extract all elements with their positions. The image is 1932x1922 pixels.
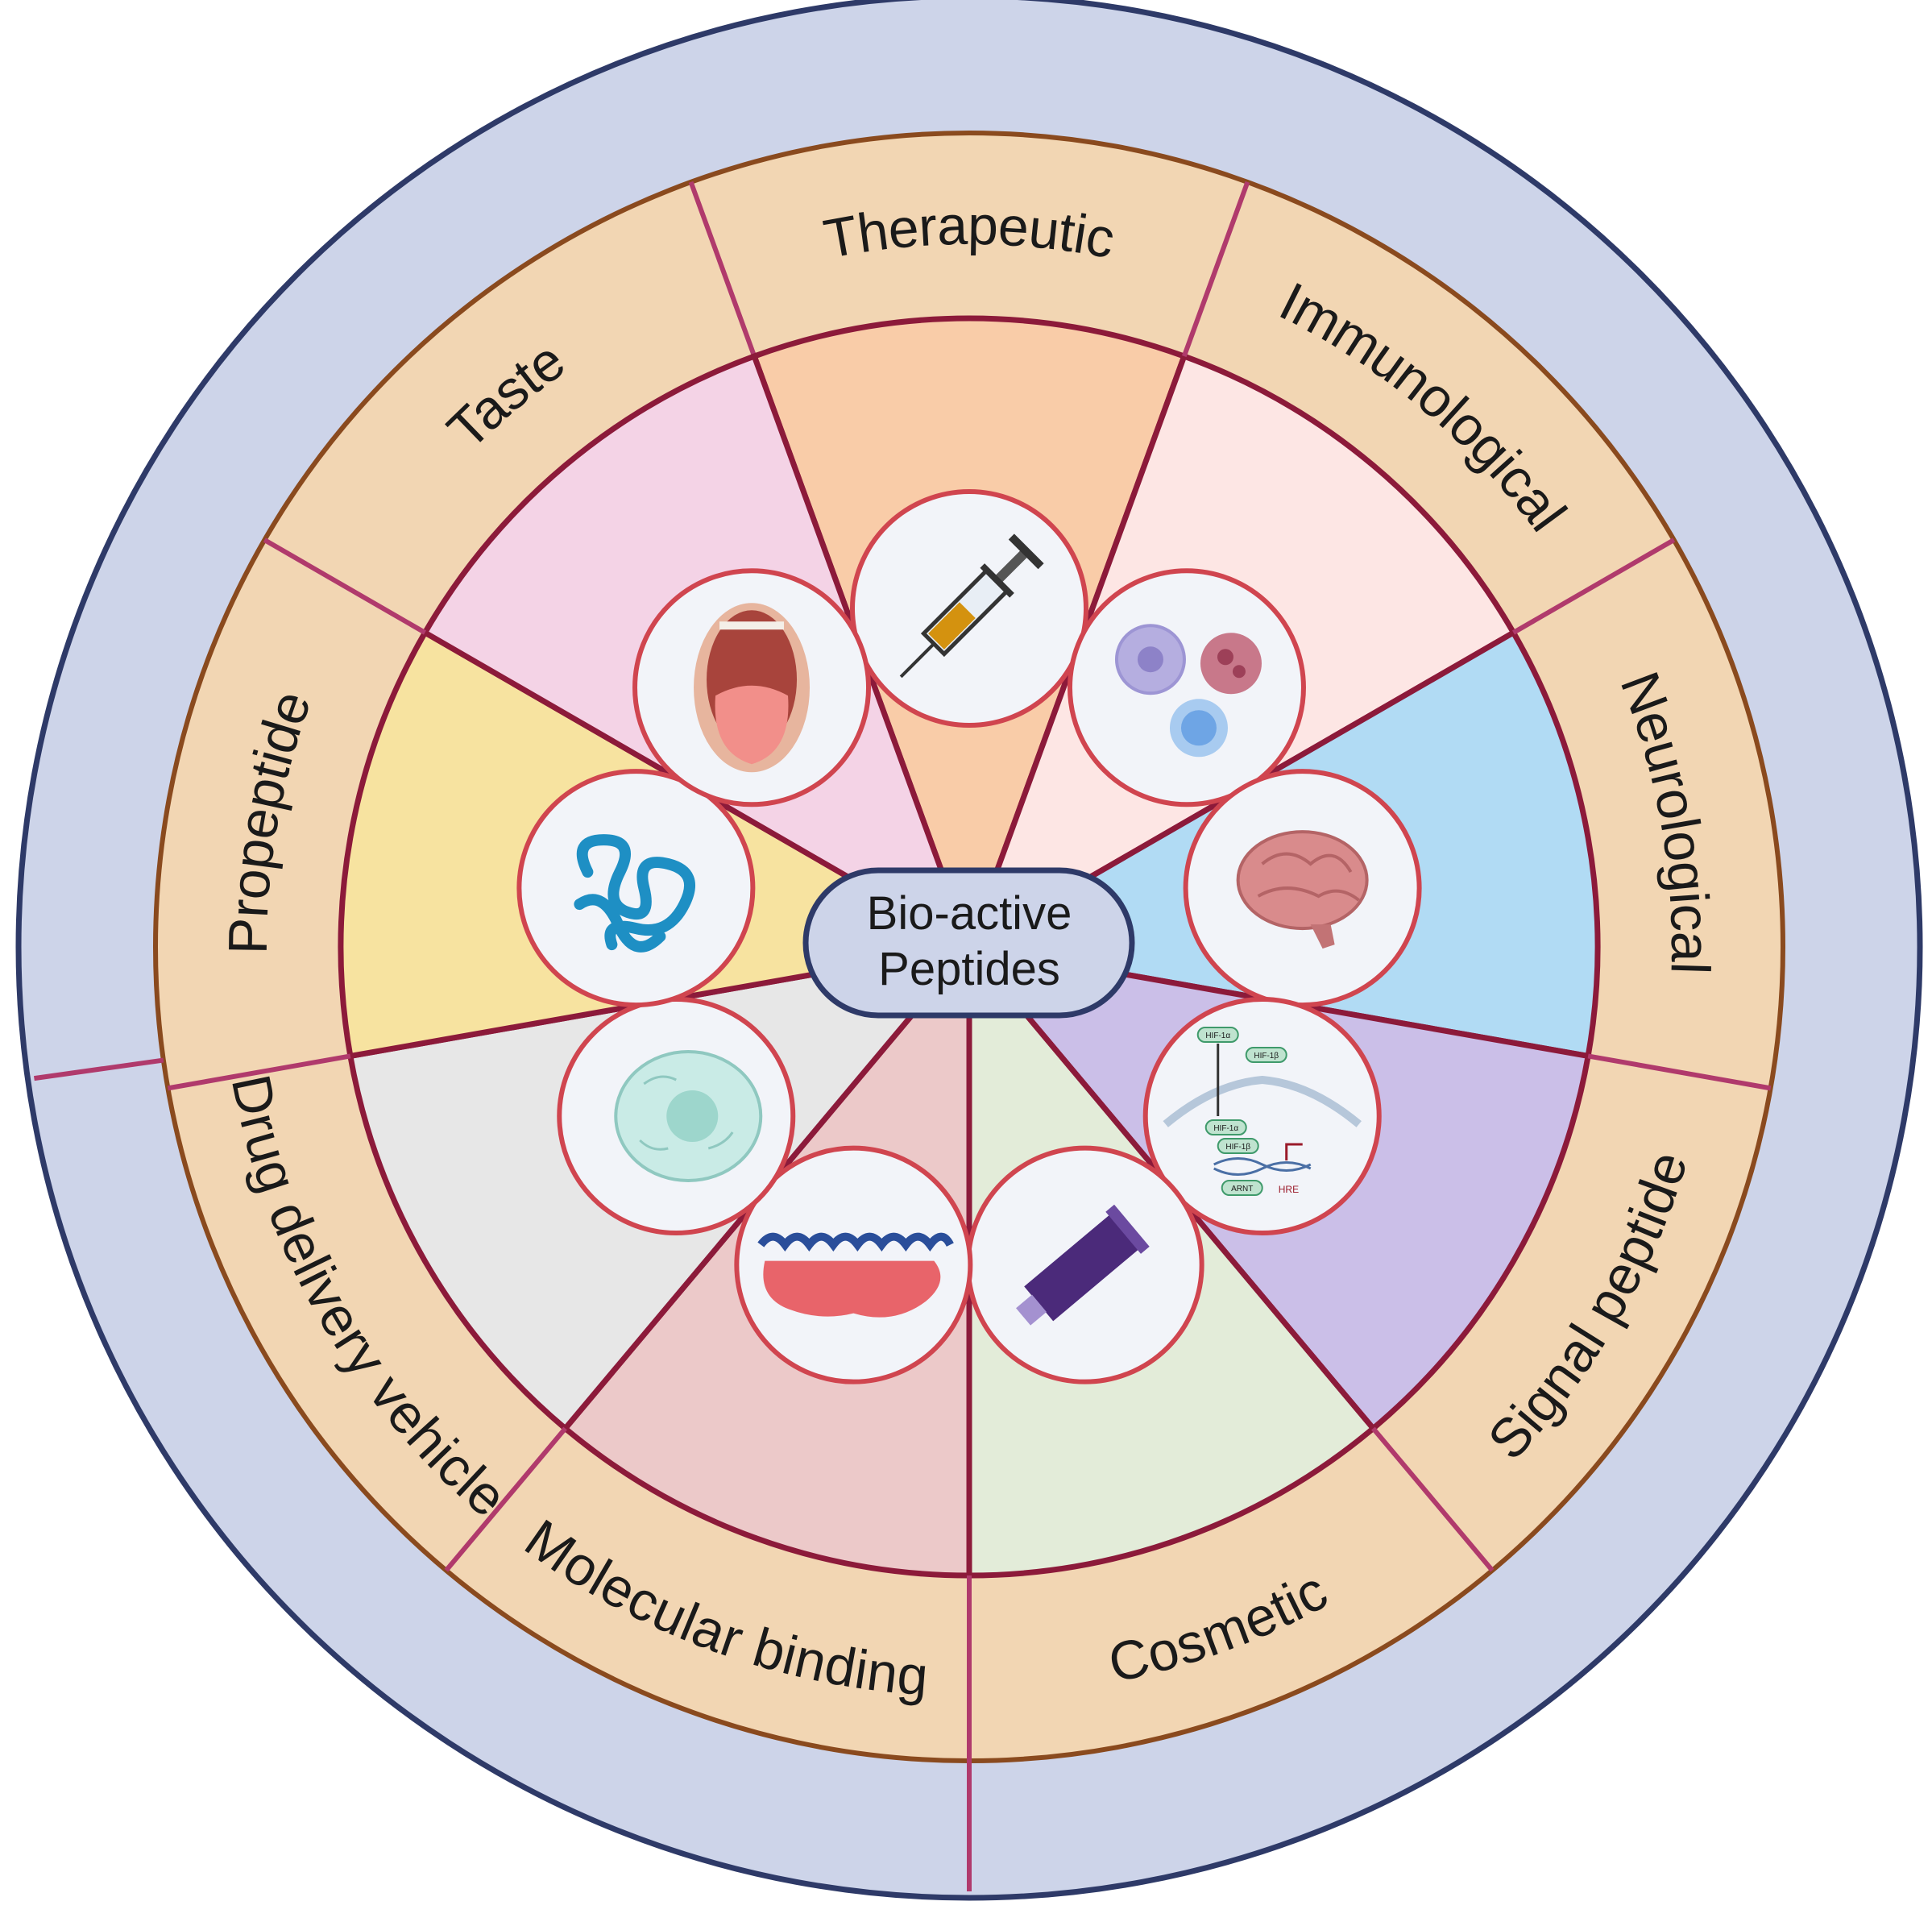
gene-label: HIF-1β	[1254, 1052, 1279, 1061]
gene-label: HRE	[1279, 1184, 1299, 1195]
cream-tube-icon	[965, 1145, 1204, 1384]
label-divider	[1587, 1053, 1772, 1091]
label-divider	[1511, 538, 1676, 635]
gene-label: HIF-1α	[1205, 1032, 1230, 1040]
protein-binding-icon	[734, 1145, 973, 1384]
center-title-line2: Peptides	[878, 943, 1060, 995]
label-divider	[1371, 1426, 1495, 1572]
brain-icon	[1183, 769, 1422, 1008]
outer-divider	[33, 1057, 164, 1081]
center-hub-box	[802, 867, 1135, 1019]
cell-icon	[557, 997, 796, 1235]
gene-label: HIF-1α	[1213, 1124, 1238, 1133]
label-divider	[1181, 181, 1250, 358]
label-divider	[688, 181, 757, 358]
gene-label: HIF-1β	[1225, 1143, 1250, 1152]
label-divider	[263, 538, 427, 635]
center-title-line1: Bio-active	[867, 887, 1072, 940]
gene-label: ARNT	[1231, 1185, 1253, 1193]
center-hub: Bio-active Peptides	[802, 867, 1135, 1019]
label-divider	[167, 1053, 351, 1091]
syringe-icon	[850, 489, 1088, 728]
label-divider	[444, 1426, 567, 1572]
mouth-tongue-icon	[632, 568, 872, 807]
immune-cells-icon	[1067, 568, 1306, 807]
peptide-chain-icon	[516, 769, 756, 1008]
